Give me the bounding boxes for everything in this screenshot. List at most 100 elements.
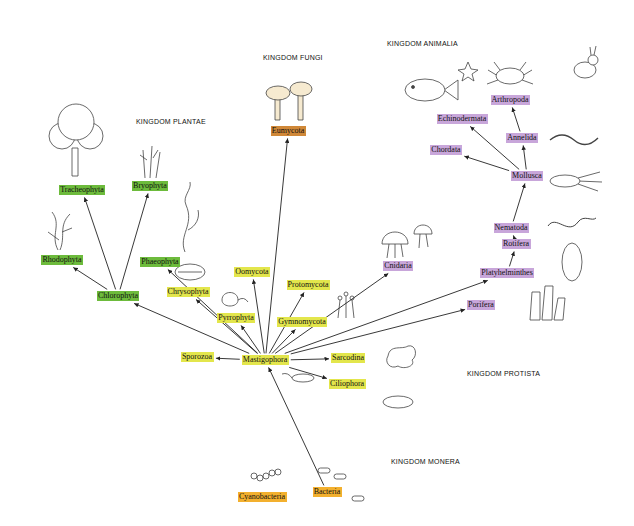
taxon-name: Porifera [467, 300, 495, 309]
taxon-name: Sarcodina [331, 353, 365, 362]
taxon-label: Tracheophyta [59, 185, 105, 195]
taxon-name: Rotifera [502, 239, 531, 248]
sponge-sketch [530, 286, 565, 320]
slime-mold-sketch [338, 292, 354, 318]
region-outline [234, 440, 382, 520]
taxon-name: Echinodermata [437, 114, 488, 123]
kingdom-heading-holder: KINGDOM ANIMALIA [386, 40, 459, 48]
taxon-name: Chrysophyta [167, 287, 210, 296]
evolution-arrow [523, 145, 526, 169]
taxon-label: Annelida [506, 133, 538, 143]
evolution-arrow [513, 183, 525, 221]
taxon-label: Arthropoda [491, 95, 530, 105]
kingdom-heading: KINGDOM FUNGI [262, 54, 324, 62]
taxon-label: Mastigophora [242, 355, 289, 365]
evolution-arrow [85, 197, 116, 289]
taxon-name: Chordata [430, 145, 462, 154]
region-shape [258, 70, 321, 147]
kingdom-heading-holder: KINGDOM PLANTAE [135, 118, 207, 126]
kingdom-heading: KINGDOM PLANTAE [135, 118, 207, 126]
taxon-label: Ciliophora [329, 379, 366, 389]
evolution-arrow [272, 329, 295, 353]
evolution-arrow [289, 367, 327, 378]
taxon-name: Mastigophora [242, 355, 289, 364]
taxon-name: Ciliophora [329, 379, 366, 388]
taxon-name: Bacteria [313, 487, 342, 496]
taxon-name: Gymnomycota [277, 317, 327, 326]
evolution-arrow [512, 107, 520, 131]
taxon-label: Sarcodina [331, 353, 365, 363]
region-shape [160, 258, 462, 452]
fish-sketch [405, 79, 458, 101]
dinoflagellate-sketch [222, 293, 248, 307]
taxon-name: Cyanobacteria [238, 492, 287, 501]
flatworm-sketch [562, 243, 582, 281]
taxon-name: Tracheophyta [59, 185, 105, 194]
mammal-sketch [574, 46, 598, 78]
flagellate-sketch [282, 374, 314, 383]
taxon-name: Bryophyta [132, 181, 168, 190]
taxon-label: Eumycota [271, 126, 306, 136]
earthworm-sketch [550, 135, 598, 145]
evolution-arrow [134, 303, 249, 353]
crab-sketch [487, 62, 533, 84]
squid-sketch [550, 172, 602, 191]
starfish-sketch [458, 62, 478, 81]
taxon-name: Arthropoda [491, 95, 530, 104]
evolution-arrow [73, 267, 107, 289]
paramecium-sketch [383, 396, 413, 408]
region-shape [382, 38, 618, 333]
taxon-label: Sporozoa [181, 352, 214, 362]
taxon-name: Cnidaria [383, 261, 413, 270]
taxon-name: Oomycota [234, 267, 270, 276]
taxon-label: Rhodophyta [41, 255, 83, 265]
taxon-label: Rotifera [502, 239, 531, 249]
taxon-label: Phaeophyta [140, 257, 180, 267]
evolution-arrow [509, 251, 514, 266]
taxon-label: Oomycota [234, 267, 270, 277]
evolution-arrow [513, 235, 515, 237]
taxon-label: Nematoda [494, 223, 529, 233]
kingdom-region: KINGDOM MONERACyanobacteriaBacteria [234, 440, 382, 520]
taxon-name: Eumycota [271, 126, 306, 135]
evolution-arrow [196, 299, 257, 353]
taxon-label: Chlorophyta [97, 291, 139, 301]
taxon-name: Nematoda [494, 223, 529, 232]
jellyfish-sketch [382, 225, 432, 258]
tree-sketch [49, 104, 103, 176]
taxon-label: Bacteria [313, 487, 342, 497]
taxon-name: Rhodophyta [41, 255, 83, 264]
taxon-name: Mollusca [511, 171, 543, 180]
evolution-arrow [168, 269, 258, 353]
taxon-label: Chrysophyta [167, 287, 210, 297]
red-alga-sketch [48, 212, 72, 250]
kelp-sketch [183, 182, 198, 252]
evolution-arrow [216, 358, 240, 359]
taxon-name: Platyhelminthes [480, 268, 534, 277]
kingdom-region: KINGDOM ANIMALIA ArthropodaEchinodermataA… [378, 34, 622, 338]
kingdom-heading: KINGDOM ANIMALIA [386, 40, 459, 48]
kingdom-heading: KINGDOM PROTISTA [466, 370, 541, 378]
taxon-label: Gymnomycota [277, 317, 327, 327]
moss-sketch [140, 146, 160, 178]
region-shape [240, 443, 378, 516]
taxon-label: Porifera [467, 300, 495, 310]
taxon-name: Sporozoa [181, 352, 214, 361]
taxon-name: Chlorophyta [97, 291, 139, 300]
taxon-label: Platyhelminthes [480, 268, 534, 278]
taxon-label: Protomycota [287, 280, 330, 290]
region-outline [378, 34, 622, 338]
taxon-name: Protomycota [287, 280, 330, 289]
taxon-label: Mollusca [511, 171, 543, 181]
evolution-arrow [275, 273, 388, 353]
taxon-label: Bryophyta [132, 181, 168, 191]
region-outline [256, 64, 324, 152]
evolution-arrow [120, 193, 148, 289]
kingdom-heading-holder: KINGDOM MONERA [390, 458, 461, 466]
kingdom-region: KINGDOM FUNGIEumycota [256, 64, 324, 152]
kingdom-region: KINGDOM PROTISTAOomycotaProtomycotaChrys… [158, 256, 464, 454]
roundworm-sketch [548, 218, 596, 227]
taxon-label: Chordata [430, 145, 462, 155]
